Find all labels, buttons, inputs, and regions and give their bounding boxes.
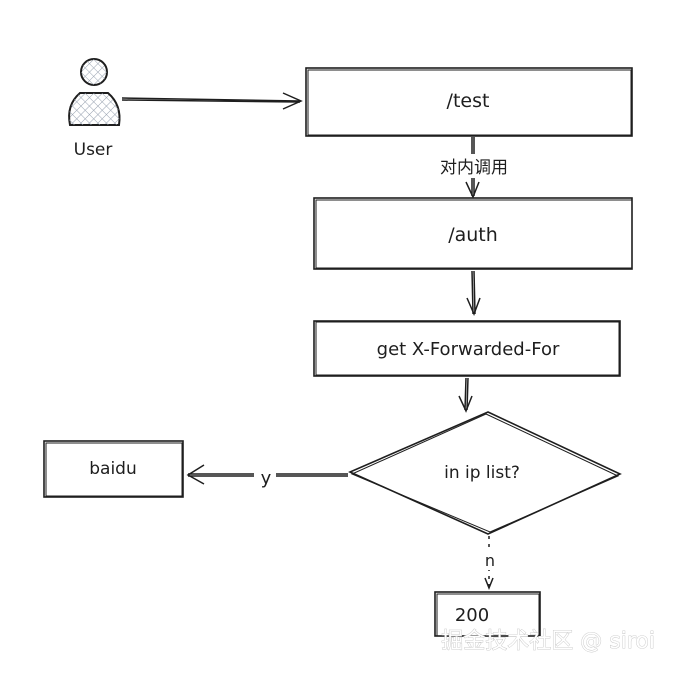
no-label: n: [485, 551, 495, 570]
test-label: /test: [447, 90, 490, 112]
arrow-user-to-test: [121, 92, 303, 110]
test-node: /test: [305, 67, 633, 137]
user-actor: User: [68, 58, 121, 160]
internal-call-label: 对内调用: [440, 158, 508, 178]
watermark: 掘金技术社区 @ siroi: [441, 629, 655, 654]
ok-label: 200: [455, 605, 489, 626]
arrow-getxff-to-decision: [458, 377, 473, 413]
no-label-bg: [480, 550, 500, 570]
arrow-auth-to-getxff: [466, 270, 481, 316]
yes-label-bg: [254, 464, 276, 486]
getxff-label: get X-Forwarded-For: [377, 339, 560, 360]
auth-label: /auth: [448, 224, 498, 246]
user-label: User: [74, 140, 113, 160]
user-icon: [68, 58, 121, 126]
ok-node: 200: [434, 591, 541, 637]
auth-node: /auth: [313, 197, 633, 270]
internal-call-label-bg: [430, 154, 518, 178]
decision-node: in ip list?: [348, 411, 622, 535]
getxff-node: get X-Forwarded-For: [313, 320, 621, 377]
yes-label: y: [261, 468, 272, 489]
decision-label: in ip list?: [444, 463, 520, 483]
baidu-node: baidu: [43, 440, 184, 498]
baidu-label: baidu: [89, 459, 137, 479]
